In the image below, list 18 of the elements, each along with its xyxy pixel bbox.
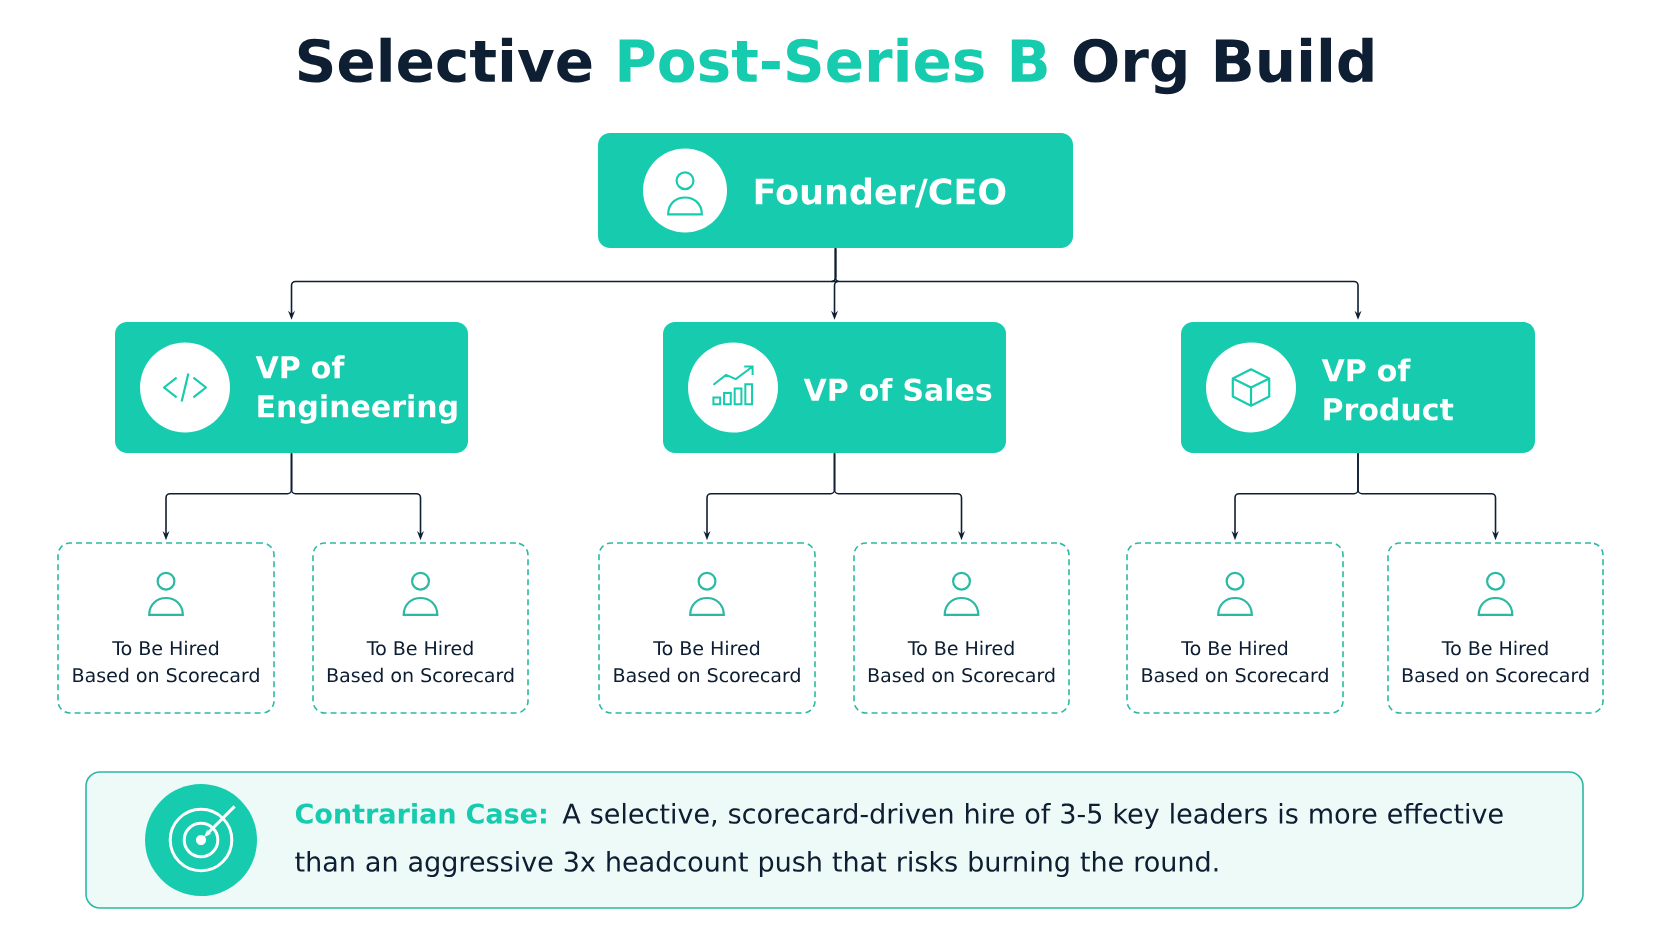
role-text: Based on Scorecard bbox=[73, 667, 259, 683]
role-text: Based on Scorecard bbox=[868, 667, 1055, 683]
role-text: To Be Hired bbox=[907, 640, 1014, 656]
role-text: To Be Hired bbox=[1441, 640, 1548, 656]
note-text: Contrarian Case: A selective, scorecard-driven hire of 3-5 key leaders is more effective than an aggressive 3x headcount push that risks burning the round. bbox=[295, 802, 1503, 878]
role-text: Based on Scorecard bbox=[1402, 667, 1589, 683]
title: Selective Post-Series B Org Build bbox=[298, 37, 1373, 95]
role-text: To Be Hired bbox=[366, 640, 473, 656]
role-text: Based on Scorecard bbox=[327, 667, 514, 683]
role-title: Founder/CEO bbox=[755, 177, 1006, 208]
role-text: To Be Hired bbox=[112, 640, 219, 656]
role-text: To Be Hired bbox=[653, 640, 760, 656]
role-title: VP of Product bbox=[1321, 358, 1454, 421]
role-text: Based on Scorecard bbox=[1142, 667, 1328, 683]
role-text: To Be Hired bbox=[1181, 640, 1288, 656]
role-text: Based on Scorecard bbox=[614, 667, 800, 683]
role-title: VP of Engineering bbox=[255, 355, 457, 424]
role-title: VP of Sales bbox=[803, 377, 992, 402]
